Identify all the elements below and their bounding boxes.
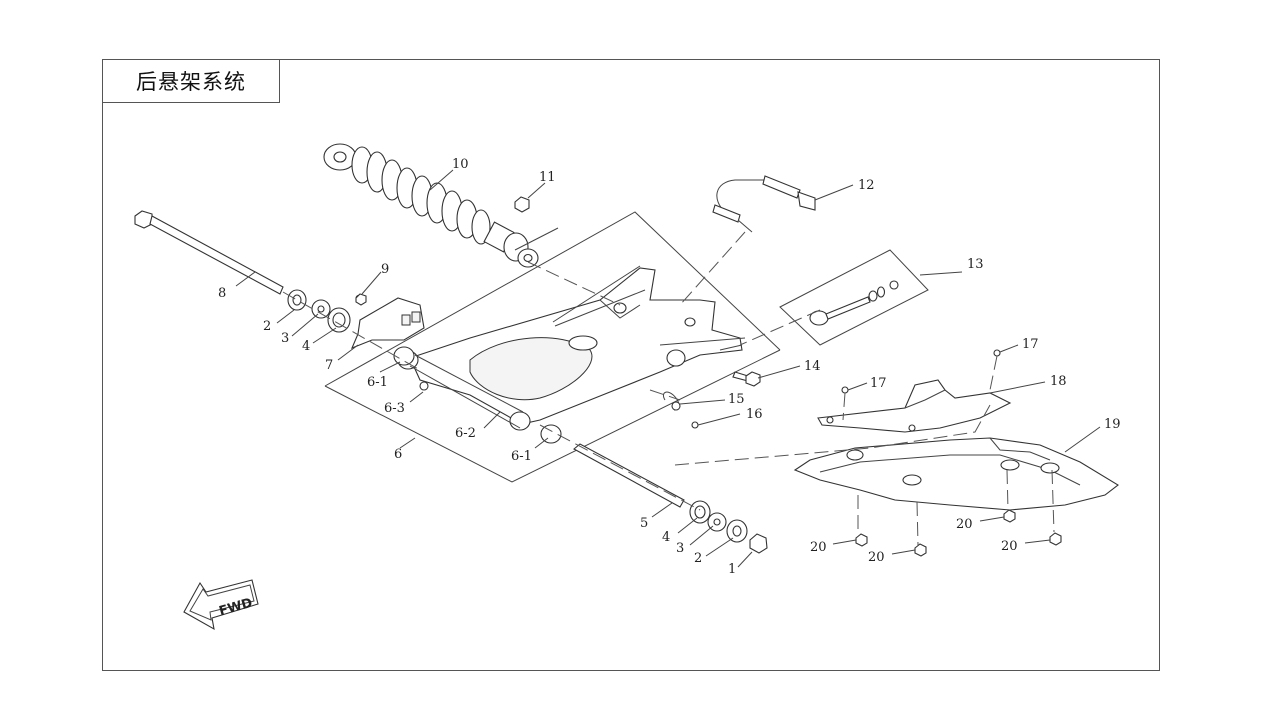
diagram-frame [102, 59, 1160, 671]
bolt-17-b [841, 386, 849, 394]
callout-6-1-upper: 6-1 [367, 375, 388, 390]
swingarm-bracket-lower [324, 349, 781, 483]
callout-8: 8 [218, 286, 226, 301]
skid-plate-lower [793, 437, 1119, 511]
callout-5: 5 [640, 516, 648, 531]
callout-17-left: 17 [870, 376, 887, 391]
grease-nipple [419, 381, 429, 391]
callout-6-2: 6-2 [455, 426, 476, 441]
callout-18: 18 [1050, 374, 1067, 389]
bolt-20-d [1049, 532, 1062, 546]
axle-shaft [573, 443, 685, 508]
callout-20-c: 20 [956, 517, 973, 532]
callout-12: 12 [858, 178, 875, 193]
bushing-6-1-upper [393, 346, 415, 366]
callout-3-left: 3 [281, 331, 289, 346]
bolt-20-a [855, 533, 868, 547]
callout-20-d: 20 [1001, 539, 1018, 554]
fwd-arrow-icon: FWD [183, 579, 259, 631]
callout-6-3: 6-3 [384, 401, 405, 416]
chain-guide [350, 294, 425, 350]
bushing-6-1-lower [540, 424, 562, 444]
title-box: 后悬架系统 [102, 59, 280, 103]
alignment-line [282, 291, 421, 371]
callout-11: 11 [539, 170, 556, 185]
callout-3-right: 3 [676, 541, 684, 556]
callout-10: 10 [452, 157, 469, 172]
leader-lines [235, 169, 1101, 568]
callout-2-right: 2 [694, 551, 702, 566]
callout-7: 7 [325, 358, 333, 373]
callout-4-right: 4 [662, 530, 670, 545]
bolt-20-b [914, 543, 927, 557]
shock-nut [514, 196, 530, 213]
callout-9: 9 [381, 262, 389, 277]
callout-20-a: 20 [810, 540, 827, 555]
callout-20-b: 20 [868, 550, 885, 565]
axle-nut [749, 533, 768, 554]
sensor-cable [712, 175, 816, 233]
callout-13: 13 [967, 257, 984, 272]
rear-shock-absorber [323, 143, 539, 268]
callout-6-1-lower: 6-1 [511, 449, 532, 464]
callout-14: 14 [804, 359, 821, 374]
skid-plate-upper [817, 379, 1012, 433]
swingarm-bracket-upper [324, 211, 781, 387]
pivot-bolt [134, 210, 284, 295]
callout-19: 19 [1104, 417, 1121, 432]
callout-4-left: 4 [302, 339, 310, 354]
bolt-9 [355, 293, 367, 306]
bolt-16 [691, 421, 699, 429]
parts-13-box [779, 249, 929, 346]
swingarm [397, 265, 746, 431]
callout-16: 16 [746, 407, 763, 422]
bolt-17-a [993, 349, 1001, 357]
diagram-title: 后悬架系统 [136, 70, 246, 94]
callout-1: 1 [728, 562, 736, 577]
callout-17-right: 17 [1022, 337, 1039, 352]
bolt-20-c [1003, 509, 1016, 523]
callout-15: 15 [728, 392, 745, 407]
callout-6: 6 [394, 447, 402, 462]
callout-2-left: 2 [263, 319, 271, 334]
